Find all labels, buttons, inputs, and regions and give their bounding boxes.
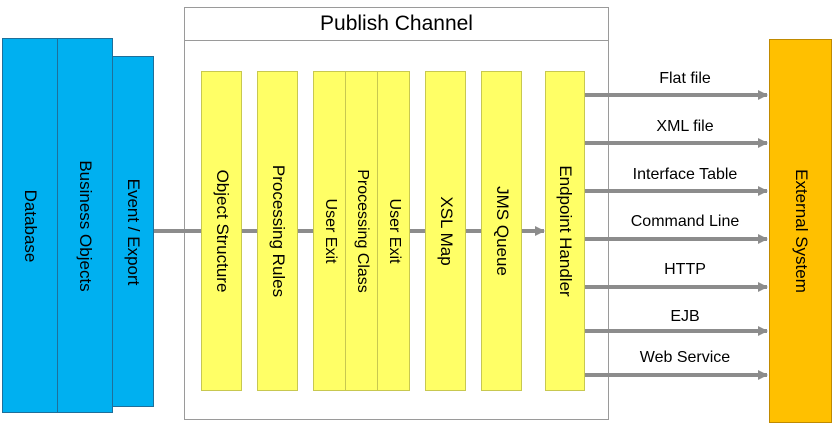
endpoint-handler-box: Endpoint Handler [545,71,585,391]
output-label-web-service: Web Service [639,349,731,366]
user-exit-box-2: User Exit [377,71,410,391]
output-label-http: HTTP [664,261,706,278]
object-structure-box: Object Structure [201,71,242,391]
output-label-xml-file: XML file [656,118,714,135]
external-system-box: External System [769,39,832,423]
output-label-ejb: EJB [670,308,700,325]
jms-queue-box: JMS Queue [481,71,522,391]
output-label-interface-table: Interface Table [632,166,738,183]
output-label-flat-file: Flat file [659,70,711,87]
publish-channel-title: Publish Channel [185,8,608,41]
event-export-box: Event / Export [112,56,154,407]
user-exit-box-1: User Exit [313,71,346,391]
output-label-command-line: Command Line [630,213,740,230]
processing-rules-box: Processing Rules [257,71,298,391]
processing-class-box: Processing Class [345,71,378,391]
business-objects-box: Business Objects [57,38,113,413]
xsl-map-box: XSL Map [425,71,466,391]
